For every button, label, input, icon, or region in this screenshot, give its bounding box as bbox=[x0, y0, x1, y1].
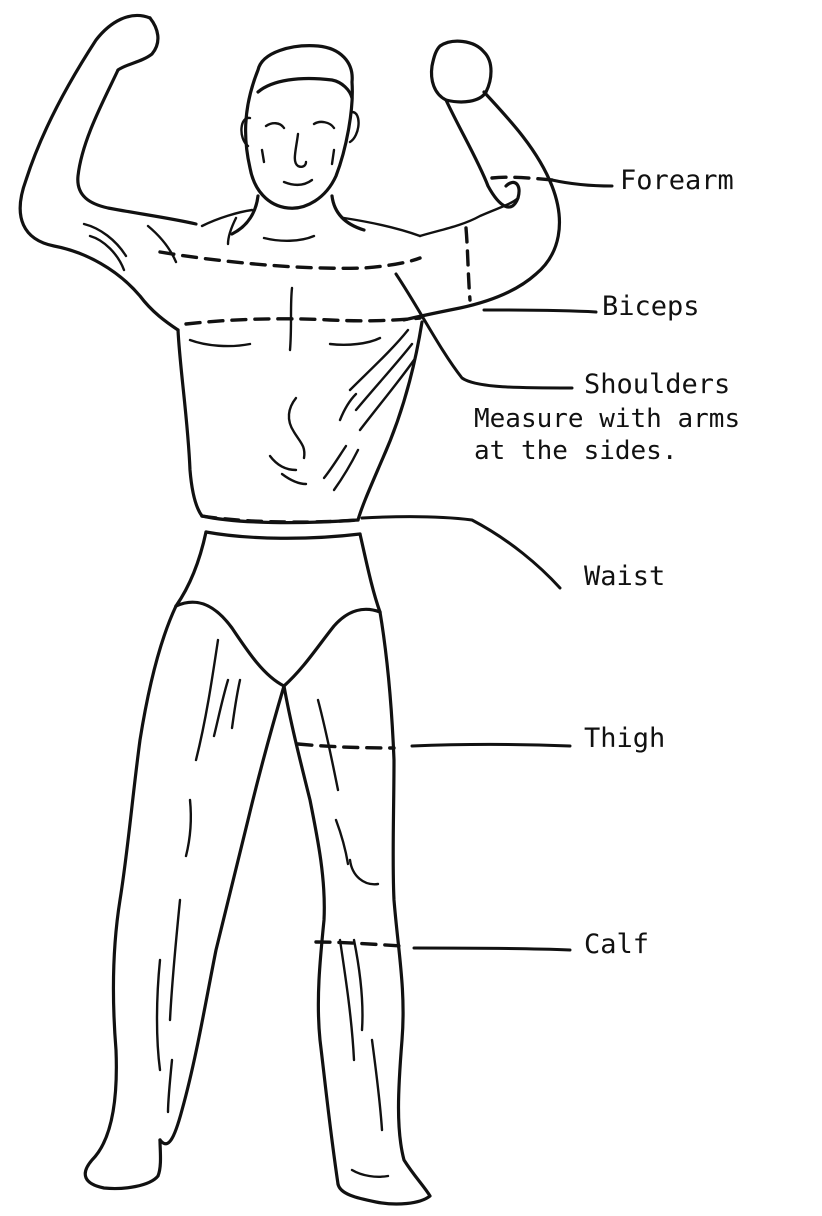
left-thigh-shade-2 bbox=[214, 680, 228, 736]
navel-line bbox=[282, 474, 306, 484]
left-deltoid bbox=[148, 226, 176, 262]
label-calf: Calf bbox=[584, 928, 649, 962]
right-calf-shade-1 bbox=[340, 940, 354, 1060]
label-waist: Waist bbox=[584, 560, 665, 594]
left-arm-outer bbox=[20, 15, 178, 330]
left-thigh-shade-3 bbox=[232, 680, 240, 728]
oblique-shade-4 bbox=[340, 394, 356, 420]
neck-left bbox=[232, 196, 258, 234]
right-shin-shade bbox=[372, 1040, 382, 1130]
oblique-shade-6 bbox=[334, 450, 358, 490]
right-leg-inner bbox=[284, 686, 338, 1184]
cheek-left bbox=[262, 150, 264, 162]
shoulders-leader bbox=[396, 274, 572, 388]
chest-measure-line bbox=[186, 318, 420, 324]
right-arm-outer bbox=[404, 92, 559, 320]
right-fist bbox=[432, 41, 491, 102]
calf-leader bbox=[414, 948, 570, 950]
calf-measure-line bbox=[316, 942, 402, 946]
left-leg-outer bbox=[85, 606, 176, 1189]
label-thigh: Thigh bbox=[584, 722, 665, 756]
left-bicep-line-2 bbox=[90, 236, 124, 270]
forearm-measure-line bbox=[492, 177, 552, 180]
cheek-right bbox=[332, 150, 334, 164]
label-forearm: Forearm bbox=[620, 164, 734, 198]
waist-leader bbox=[362, 517, 560, 588]
clavicle-line bbox=[264, 236, 314, 241]
left-arm-inner bbox=[78, 70, 196, 224]
label-shoulders-note-1: Measure with arms bbox=[474, 402, 740, 436]
biceps-leader bbox=[484, 310, 596, 312]
left-bicep-line bbox=[84, 224, 126, 256]
left-knee bbox=[186, 800, 191, 856]
forearm-leader bbox=[552, 180, 612, 186]
right-knee-line bbox=[336, 820, 348, 864]
pec-right bbox=[330, 338, 380, 345]
neck-right bbox=[332, 196, 364, 230]
waistband-bottom bbox=[206, 532, 360, 538]
right-arm-inner bbox=[446, 100, 519, 207]
left-calf-shade-2 bbox=[157, 960, 160, 1070]
left-fist bbox=[118, 18, 158, 70]
abs-line bbox=[289, 398, 304, 458]
trunks-bottom bbox=[176, 602, 380, 686]
right-knee-cap bbox=[350, 860, 378, 884]
eye-right bbox=[314, 122, 334, 128]
trunks-right bbox=[360, 534, 380, 612]
oblique-shade-5 bbox=[324, 446, 346, 478]
pec-left bbox=[190, 340, 250, 346]
nose bbox=[295, 134, 306, 167]
shoulders-measure-line bbox=[160, 252, 420, 268]
label-shoulders: Shoulders bbox=[584, 368, 730, 402]
label-biceps: Biceps bbox=[602, 290, 700, 324]
right-calf-shade-2 bbox=[354, 940, 363, 1030]
hair-line bbox=[258, 79, 352, 99]
label-shoulders-note-2: at the sides. bbox=[474, 434, 678, 468]
left-thigh-shade-1 bbox=[196, 640, 218, 760]
trunks-left bbox=[176, 532, 206, 606]
thigh-measure-line bbox=[298, 744, 394, 748]
right-leg-outer bbox=[338, 612, 430, 1204]
eye-left bbox=[266, 123, 284, 128]
mouth bbox=[284, 180, 312, 185]
abs-lower bbox=[270, 456, 296, 470]
torso-left bbox=[178, 330, 202, 516]
right-ankle bbox=[352, 1170, 388, 1177]
thigh-leader bbox=[412, 745, 570, 747]
left-calf-shade-1 bbox=[170, 900, 180, 1020]
left-calf-shade-3 bbox=[168, 1060, 172, 1112]
biceps-measure-line bbox=[466, 228, 470, 300]
